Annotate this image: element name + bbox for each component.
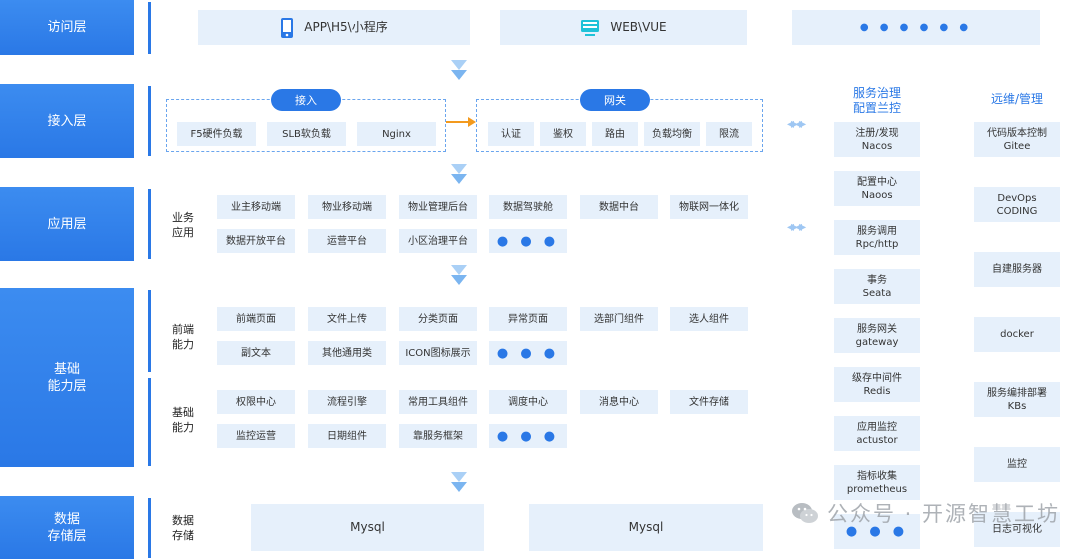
frontend-item: 副文本 <box>217 341 295 365</box>
basic-more: ● ● ● <box>489 424 567 448</box>
app-item: 小区治理平台 <box>399 229 477 253</box>
basic-item: 常用工具组件 <box>399 390 477 414</box>
governance-item: 服务调用 Rpc/http <box>834 220 920 255</box>
divider <box>148 378 151 466</box>
access-web-label: WEB\VUE <box>610 20 667 34</box>
ops-item: 日志可视化 <box>974 512 1060 547</box>
frontend-more: ● ● ● <box>489 341 567 365</box>
down-arrow-icon <box>451 164 467 186</box>
governance-more: ● ● ● <box>834 514 920 549</box>
ops-item: 服务编排部署 KBs <box>974 382 1060 417</box>
double-arrow-icon: ◂▸◂▸ <box>787 116 806 132</box>
layer-base: 基础 能力层 <box>0 288 134 467</box>
access-app-box: APP\H5\小程序 <box>198 10 470 45</box>
access-web-box: WEB\VUE <box>500 10 747 45</box>
gateway-item: 鉴权 <box>540 122 586 146</box>
divider <box>148 290 151 372</box>
basic-item: 监控运营 <box>217 424 295 448</box>
basic-item: 权限中心 <box>217 390 295 414</box>
access-more-box: ● ● ● ● ● ● <box>792 10 1040 45</box>
access-app-label: APP\H5\小程序 <box>304 20 388 34</box>
more-dots: ● ● ● ● ● ● <box>859 22 973 33</box>
gateway-item: 路由 <box>592 122 638 146</box>
frontend-item: 选部门组件 <box>580 307 658 331</box>
governance-item: 指标收集 prometheus <box>834 465 920 500</box>
down-arrow-icon <box>451 265 467 287</box>
basic-sublabel: 基础 能力 <box>172 406 194 434</box>
basic-item: 流程引擎 <box>308 390 386 414</box>
basic-item: 日期组件 <box>308 424 386 448</box>
ops-item: 监控 <box>974 447 1060 482</box>
basic-item: 文件存储 <box>670 390 748 414</box>
divider <box>148 2 151 54</box>
ingress-item: F5硬件负载 <box>177 122 256 146</box>
app-item: 运营平台 <box>308 229 386 253</box>
basic-item: 消息中心 <box>580 390 658 414</box>
divider <box>148 498 151 558</box>
monitor-icon <box>581 19 600 36</box>
app-item: 物业移动端 <box>308 195 386 219</box>
app-item: 数据驾驶舱 <box>489 195 567 219</box>
watermark-text: 公众号 · 开源智慧工坊 <box>826 502 1060 526</box>
ops-title: 远维/管理 <box>990 92 1044 106</box>
right-arrow-icon <box>446 117 476 127</box>
watermark: 公众号 · 开源智慧工坊 <box>791 498 1060 528</box>
app-item: 物业管理后台 <box>399 195 477 219</box>
storage-sublabel: 数据 存储 <box>172 514 194 542</box>
frontend-item: 前端页面 <box>217 307 295 331</box>
frontend-item: 选人组件 <box>670 307 748 331</box>
app-more: ● ● ● <box>489 229 567 253</box>
frontend-item: 异常页面 <box>489 307 567 331</box>
frontend-item: 分类页面 <box>399 307 477 331</box>
down-arrow-icon <box>451 60 467 82</box>
frontend-item: 文件上传 <box>308 307 386 331</box>
basic-item: 靠服务框架 <box>399 424 477 448</box>
governance-item: 应用监控 actustor <box>834 416 920 451</box>
wechat-icon <box>791 503 818 523</box>
app-sublabel: 业务 应用 <box>172 211 194 239</box>
governance-item: 级存中间件 Redis <box>834 367 920 402</box>
frontend-item: ICON图标展示 <box>399 341 477 365</box>
ingress-item: SLB软负载 <box>267 122 346 146</box>
gateway-title: 网关 <box>580 89 650 111</box>
gateway-item: 认证 <box>488 122 534 146</box>
ingress-item: Nginx <box>357 122 436 146</box>
frontend-sublabel: 前端 能力 <box>172 323 194 351</box>
layer-app: 应用层 <box>0 187 134 261</box>
layer-ingress: 接入层 <box>0 84 134 158</box>
governance-item: 事务 Seata <box>834 269 920 304</box>
ingress-title: 接入 <box>271 89 341 111</box>
double-arrow-icon: ◂▸◂▸ <box>787 219 806 235</box>
divider <box>148 189 151 259</box>
governance-item: 配置中心 Naoos <box>834 171 920 206</box>
gateway-item: 限流 <box>706 122 752 146</box>
down-arrow-icon <box>451 472 467 494</box>
ops-item: 自建服务器 <box>974 252 1060 287</box>
app-item: 数据中台 <box>580 195 658 219</box>
governance-item: 注册/发现 Nacos <box>834 122 920 157</box>
layer-storage: 数据 存储层 <box>0 496 134 559</box>
governance-title: 服务治理 配置兰控 <box>852 86 901 115</box>
mobile-icon <box>281 17 294 38</box>
storage-db: Mysql <box>251 504 484 551</box>
ops-item: DevOps CODING <box>974 187 1060 222</box>
app-item: 数据开放平台 <box>217 229 295 253</box>
gateway-item: 负载均衡 <box>644 122 700 146</box>
divider <box>148 86 151 156</box>
ops-item: docker <box>974 317 1060 352</box>
frontend-item: 其他通用类 <box>308 341 386 365</box>
app-item: 业主移动端 <box>217 195 295 219</box>
app-item: 物联网一体化 <box>670 195 748 219</box>
layer-access: 访问层 <box>0 0 134 55</box>
ops-item: 代码版本控制 Gitee <box>974 122 1060 157</box>
storage-db: Mysql <box>529 504 763 551</box>
governance-item: 服务网关 gateway <box>834 318 920 353</box>
basic-item: 调度中心 <box>489 390 567 414</box>
